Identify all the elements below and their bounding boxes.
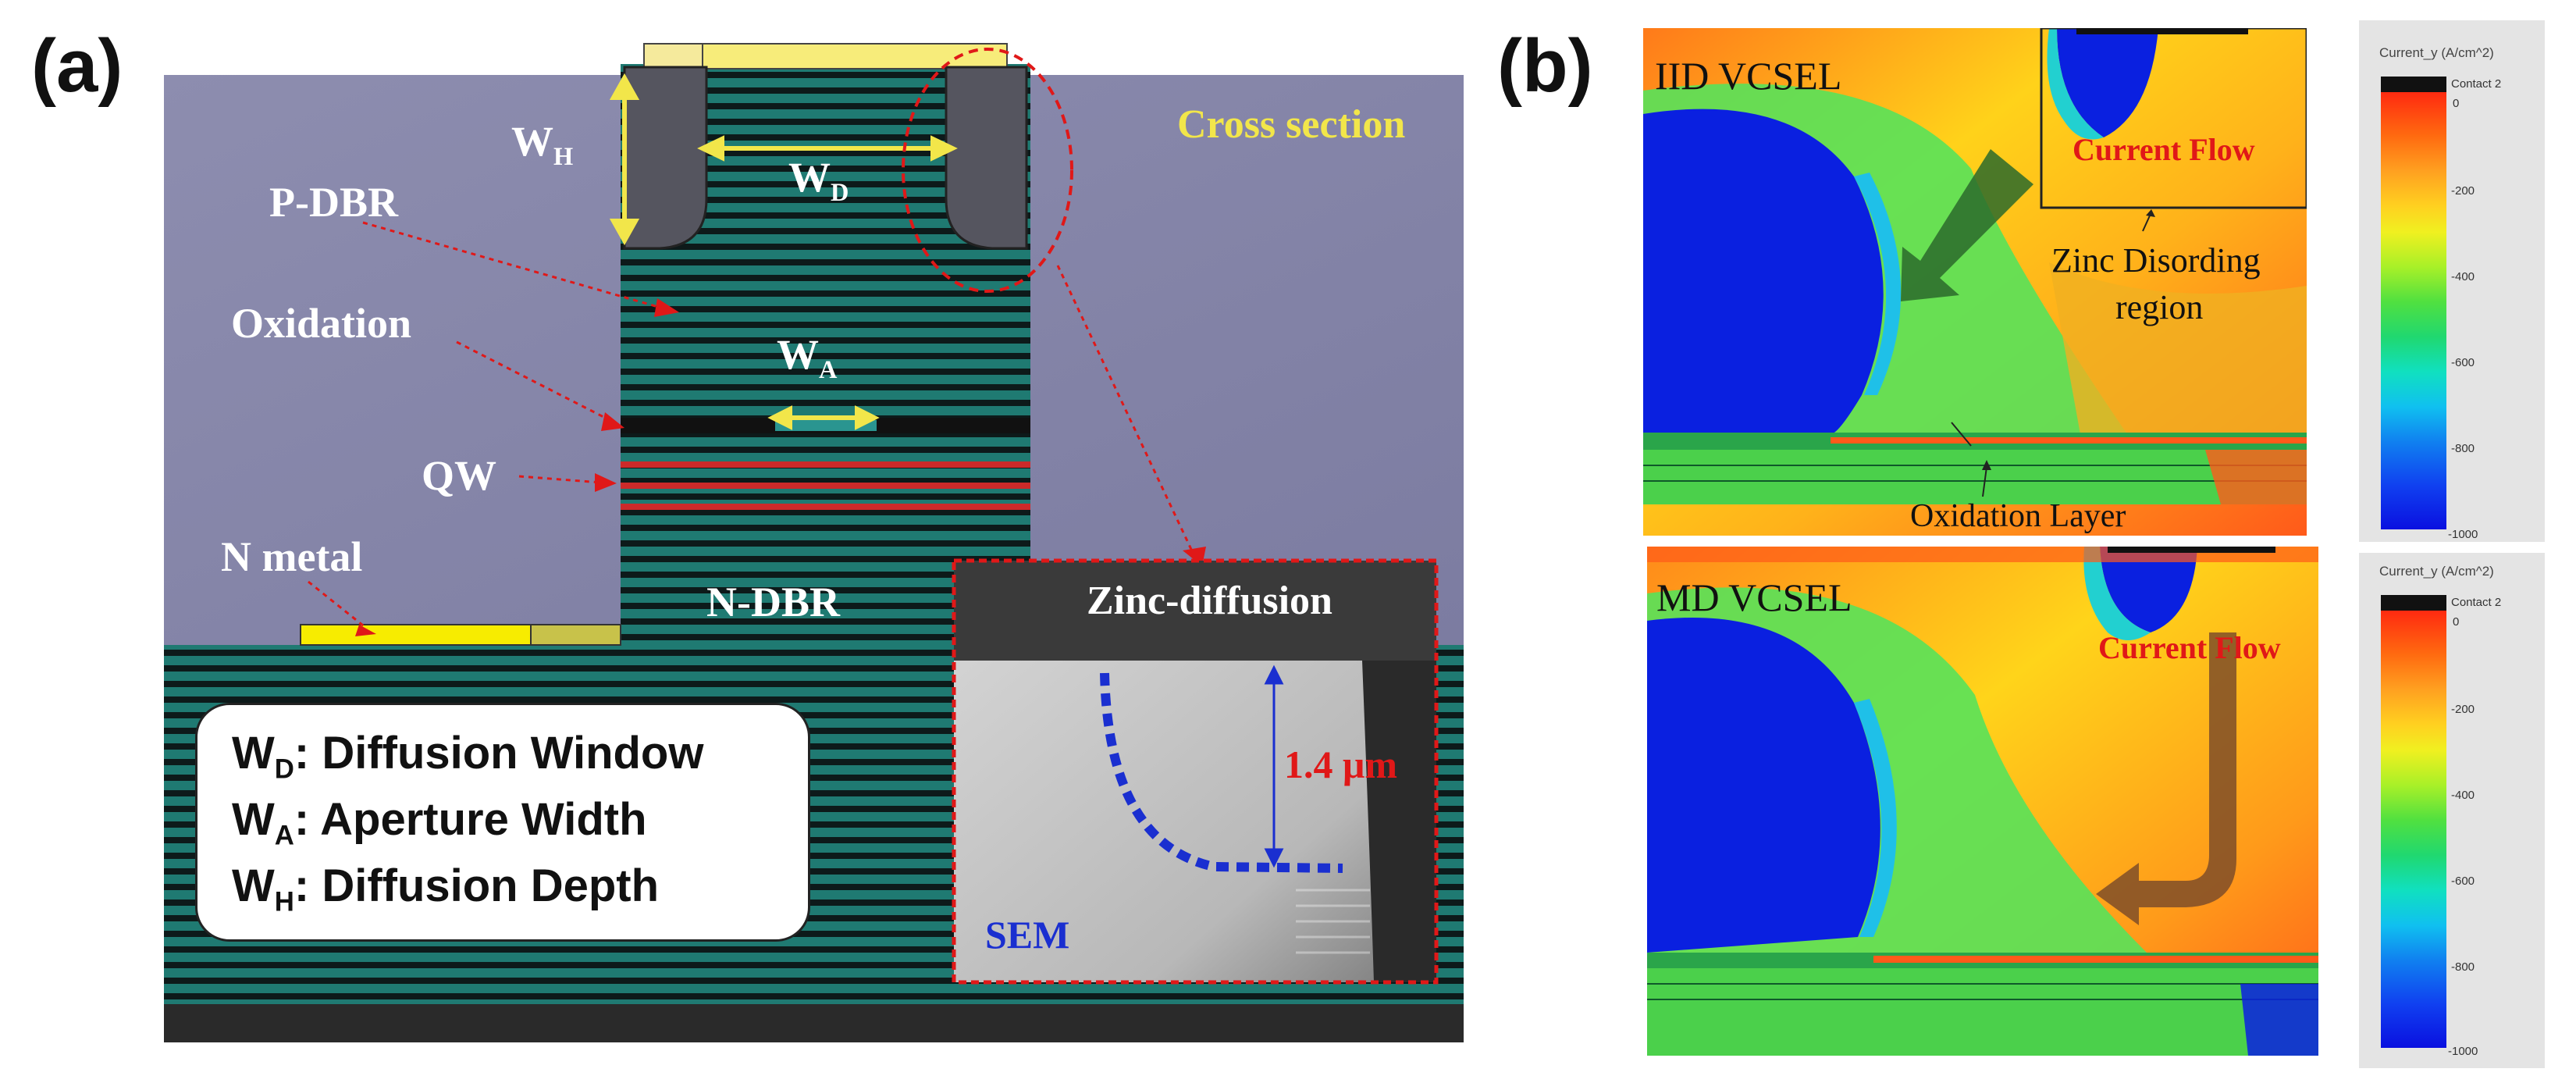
colorbar-bottom-panel: Current_y (A/cm^2) Contact 2 0 -200 -400… — [2359, 553, 2545, 1068]
colorbar-top-tick-1: -200 — [2451, 184, 2475, 198]
colorbar-bottom-tick-3: -600 — [2451, 875, 2475, 888]
iid-current-arrow — [1901, 149, 2033, 301]
iid-vcsel-title: IID VCSEL — [1655, 54, 1842, 98]
legend-line-wh: WH: Diffusion Depth — [232, 860, 660, 917]
zinc-diffusion-label: Zinc-diffusion — [1087, 579, 1332, 623]
diffusion-region-left — [623, 66, 708, 250]
colorbar-bottom-contact-swatch — [2381, 595, 2446, 611]
md-bottom-right — [2240, 984, 2318, 1056]
md-current-arrow — [2096, 632, 2236, 925]
colorbar-bottom-gradient — [2381, 611, 2446, 1048]
oxidation-label: Oxidation — [231, 300, 412, 347]
oxidation-layer-label: Oxidation Layer — [1910, 498, 2126, 534]
colorbar-bottom-tick-2: -400 — [2451, 789, 2475, 802]
n-metal-label: N metal — [221, 533, 363, 580]
colorbar-top-title: Current_y (A/cm^2) — [2379, 45, 2494, 60]
qw-label: QW — [422, 452, 497, 499]
md-blue-top — [2100, 547, 2197, 632]
colorbar-top-gradient — [2381, 92, 2446, 529]
qw-layer-2 — [621, 483, 1030, 489]
depth-label: 1.4 μm — [1284, 743, 1397, 786]
md-cyan-edge — [1854, 699, 1897, 937]
wd-label: WD — [788, 154, 849, 207]
sem-inset-top-dark — [954, 561, 1436, 661]
iid-current-flow-label: Current Flow — [2073, 132, 2255, 167]
zinc-region-label-2: region — [2115, 288, 2204, 326]
sem-inset-border — [952, 558, 1439, 985]
colorbar-top-tick-3: -600 — [2451, 356, 2475, 369]
md-vcsel-title: MD VCSEL — [1656, 575, 1852, 619]
iid-bottom-right — [2205, 450, 2307, 504]
colorbar-bottom-tick-4: -800 — [2451, 960, 2475, 974]
wa-label: WA — [777, 331, 838, 384]
wh-label: WH — [511, 118, 574, 171]
zoom-ellipse — [902, 48, 1073, 293]
iid-lower-band — [1643, 450, 2307, 504]
iid-oxidation-highlight — [1831, 437, 2307, 444]
md-cyan-top — [2083, 547, 2151, 640]
substrate — [164, 1003, 1464, 1042]
md-vcsel-simulation — [1647, 547, 2318, 1056]
panel-a-label: (a) — [31, 24, 123, 108]
colorbar-top-tick-4: -800 — [2451, 442, 2475, 455]
aperture — [775, 420, 877, 431]
legend-line-wd: WD: Diffusion Window — [232, 728, 704, 785]
colorbar-top-tick-5: -1000 — [2448, 528, 2478, 541]
n-metal-contact — [300, 624, 532, 646]
md-lower-band — [1647, 968, 2318, 1056]
colorbar-top-tick-2: -400 — [2451, 270, 2475, 283]
cross-section-diagram — [164, 43, 1464, 1042]
iid-cyan-edge — [1854, 173, 1902, 395]
qw-layer-1 — [621, 461, 1030, 468]
colorbar-top-panel: Current_y (A/cm^2) Contact 2 0 -200 -400… — [2359, 20, 2545, 542]
n-metal-contact-2 — [530, 624, 621, 646]
iid-vcsel-simulation — [1643, 28, 2307, 536]
colorbar-bottom-tick-5: -1000 — [2448, 1045, 2478, 1058]
md-blue-region — [1647, 617, 1880, 953]
iid-cyan-top — [2047, 28, 2104, 140]
colorbar-bottom-contact-label: Contact 2 — [2451, 596, 2502, 609]
iid-blue-top — [2057, 28, 2158, 137]
zinc-region-label-1: Zinc Disording — [2051, 241, 2261, 280]
colorbar-bottom-title: Current_y (A/cm^2) — [2379, 564, 2494, 579]
n-dbr-label: N-DBR — [706, 579, 840, 625]
cross-section-label: Cross section — [1177, 102, 1406, 147]
legend-line-wa: WA: Aperture Width — [232, 794, 647, 851]
colorbar-top-contact-label: Contact 2 — [2451, 77, 2502, 91]
colorbar-top-contact-swatch — [2381, 77, 2446, 92]
colorbar-bottom-tick-0: 0 — [2453, 615, 2460, 629]
iid-green-right — [2049, 262, 2307, 434]
sem-inset-right-dark — [1362, 661, 1436, 982]
p-dbr-label: P-DBR — [269, 179, 398, 226]
panel-b-label: (b) — [1497, 24, 1593, 108]
top-contact-left — [643, 43, 707, 69]
parameter-legend: WD: Diffusion Window WA: Aperture Width … — [195, 703, 810, 942]
diffusion-region-right — [945, 66, 1028, 250]
iid-top-contact — [2076, 28, 2248, 34]
colorbar-top-tick-0: 0 — [2453, 97, 2460, 110]
iid-blue-region — [1643, 109, 1884, 435]
colorbar-bottom-tick-1: -200 — [2451, 703, 2475, 716]
sem-label: SEM — [985, 913, 1070, 957]
md-current-flow-label: Current Flow — [2098, 630, 2281, 665]
md-top-contact — [2108, 547, 2275, 553]
qw-layer-3 — [621, 504, 1030, 510]
md-oxidation-highlight — [1873, 956, 2318, 963]
diffusion-front-curve — [1100, 672, 1343, 873]
